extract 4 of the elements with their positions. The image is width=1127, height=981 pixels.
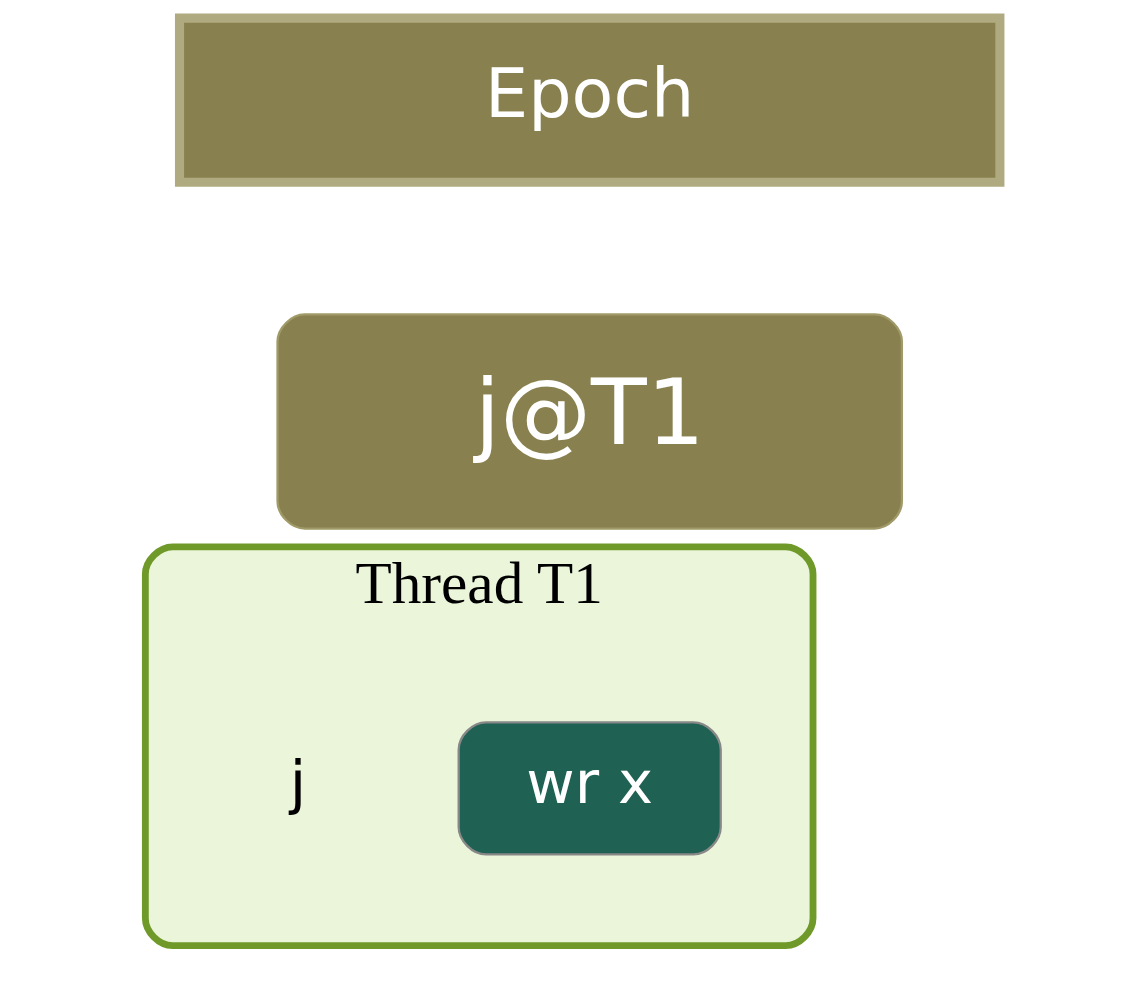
node-label: j <box>289 747 307 817</box>
node-box: Epoch <box>174 13 1005 187</box>
node-box: j@T1 <box>276 312 904 530</box>
node-box: wr x <box>457 720 722 856</box>
